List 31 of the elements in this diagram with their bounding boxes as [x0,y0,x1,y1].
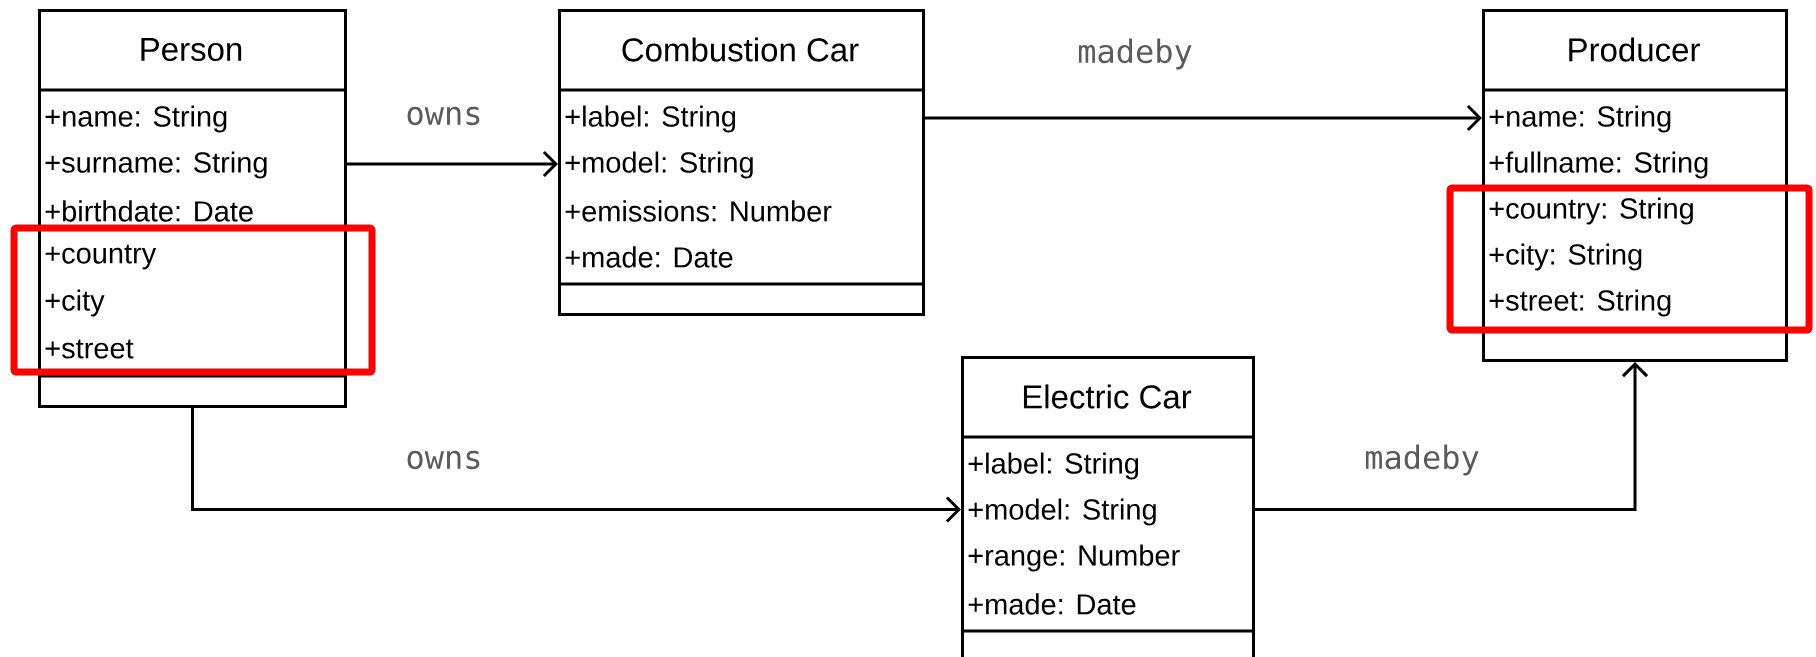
attribute-text: +street [45,339,134,359]
edge-label: madeby [1362,442,1482,478]
attribute-text: +label: String [565,105,736,133]
attribute-text: +fullname: String [1489,151,1708,179]
edge-label: madeby [1075,36,1195,72]
attribute-text: +label: String [968,452,1139,480]
arrow [925,104,1482,132]
arrow [347,150,558,178]
attribute-text: +surname: String [45,151,267,179]
attribute-text: +city [45,289,105,317]
arrow [191,408,961,523]
attribute-text: +range: Number [968,544,1180,572]
attribute-text: +name: String [1489,105,1671,133]
attribute-text: +made: Date [968,593,1136,615]
class-name: Electric Car [1023,384,1192,409]
edge-label: owns [403,104,485,128]
class-name: Person [141,38,242,62]
attribute-text: +city: String [1489,243,1642,271]
attribute-text: +country [45,244,157,270]
attribute-text: +country: String [1489,197,1693,225]
attribute-text: +street: String [1489,289,1671,317]
attribute-text: +emissions: Number [565,200,832,222]
edge-label: owns [403,448,485,472]
class-name: Combustion Car [622,37,859,62]
arrow [1255,362,1649,511]
attribute-text: +model: String [968,498,1156,526]
attribute-text: +name: String [45,105,227,133]
attribute-text: +made: Date [565,246,733,268]
attribute-text: +birthdate: Date [45,200,253,222]
attribute-text: +model: String [565,151,753,179]
class-name: Producer [1569,37,1700,62]
